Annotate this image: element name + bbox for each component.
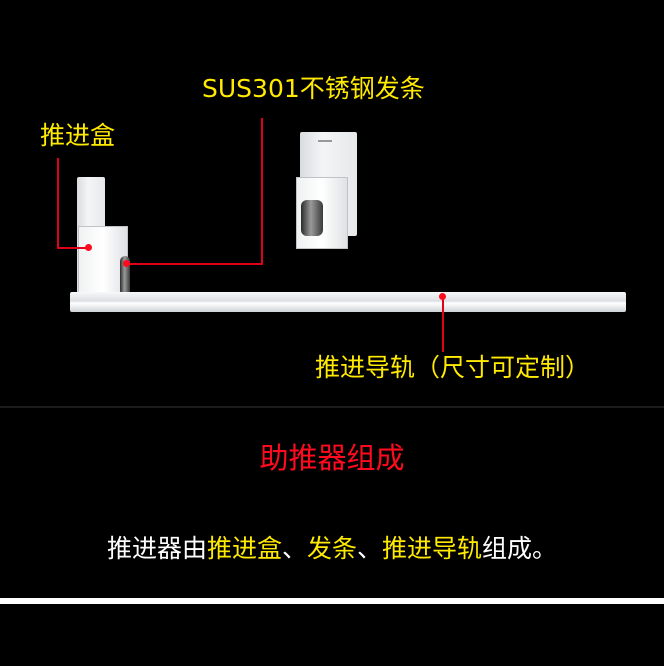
spring-leader-line-h [126,263,263,265]
desc-part: 、 [281,534,307,563]
desc-part: 推进器由 [106,534,207,563]
box-leader-dot [85,244,92,251]
spring-coil-standalone [301,200,323,236]
desc-part-highlight: 推进导轨 [382,534,483,563]
box-leader-line [57,158,59,248]
rail-leader-line [442,297,444,352]
spring-leader-line [261,118,263,265]
section-divider [0,406,664,408]
guide-rail [70,292,626,312]
box-leader-line-h [57,247,89,249]
spring-leader-dot [123,260,130,267]
desc-part-highlight: 推进盒 [206,534,282,563]
spring-coil [120,256,130,296]
spring-label: SUS301不锈钢发条 [202,74,425,103]
section-description: 推进器由推进盒、发条、推进导轨组成。 [0,533,664,565]
push-box-label: 推进盒 [40,121,116,150]
rail-label: 推进导轨（尺寸可定制） [315,353,591,382]
rail-leader-dot [439,293,446,300]
section-title: 助推器组成 [259,441,405,475]
bottom-separator-bar [0,598,664,604]
desc-part-highlight: 发条 [306,534,357,563]
plate-slot [318,140,332,142]
desc-part: 、 [357,534,383,563]
desc-part: 组成。 [482,534,558,563]
